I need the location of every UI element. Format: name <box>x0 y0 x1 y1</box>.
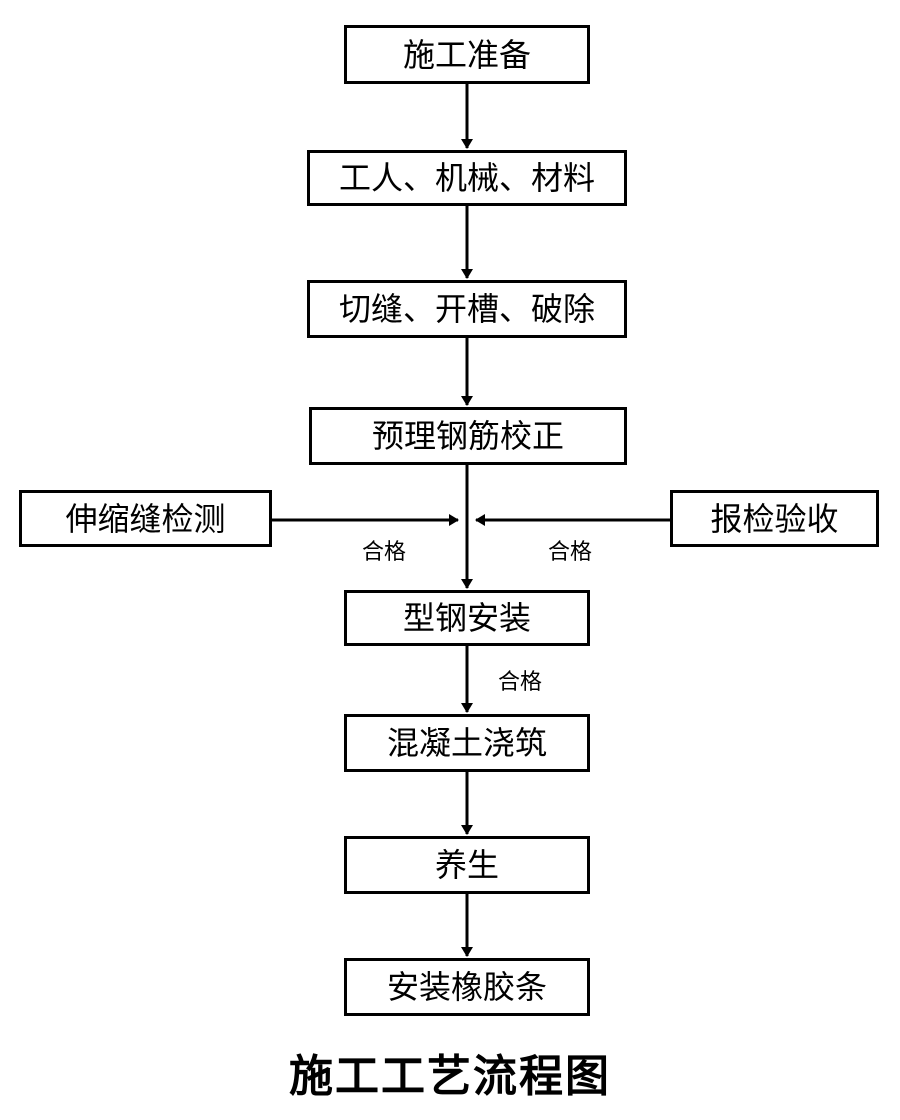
pass-label-right: 合格 <box>548 540 593 565</box>
side-input-label: 伸缩缝检测 <box>65 499 226 538</box>
pass-label-left: 合格 <box>362 540 407 565</box>
side-input-label: 报检验收 <box>710 499 839 538</box>
step-label: 工人、机械、材料 <box>338 159 595 197</box>
step-install-rubber-strip: 安装橡胶条 <box>344 958 590 1016</box>
step-label: 安装橡胶条 <box>386 968 547 1006</box>
step-label: 混凝土浇筑 <box>386 724 547 762</box>
step-concrete-pouring: 混凝土浇筑 <box>344 714 590 772</box>
step-cut-groove-break: 切缝、开槽、破除 <box>307 280 627 338</box>
step-curing: 养生 <box>344 836 590 894</box>
step-label: 预理钢筋校正 <box>371 417 564 455</box>
diagram-title: 施工工艺流程图 <box>289 1051 611 1102</box>
pass-label-below: 合格 <box>498 670 543 695</box>
step-construction-prep: 施工准备 <box>344 25 590 84</box>
step-steel-installation: 型钢安装 <box>344 590 590 646</box>
step-workers-machines-materials: 工人、机械、材料 <box>307 150 627 206</box>
step-label: 型钢安装 <box>402 599 531 637</box>
step-rebar-correction: 预理钢筋校正 <box>309 407 627 465</box>
side-input-inspection-acceptance: 报检验收 <box>670 490 879 547</box>
step-label: 养生 <box>434 846 499 884</box>
step-label: 施工准备 <box>402 35 531 74</box>
step-label: 切缝、开槽、破除 <box>338 290 595 328</box>
side-input-joint-inspection: 伸缩缝检测 <box>19 490 272 547</box>
